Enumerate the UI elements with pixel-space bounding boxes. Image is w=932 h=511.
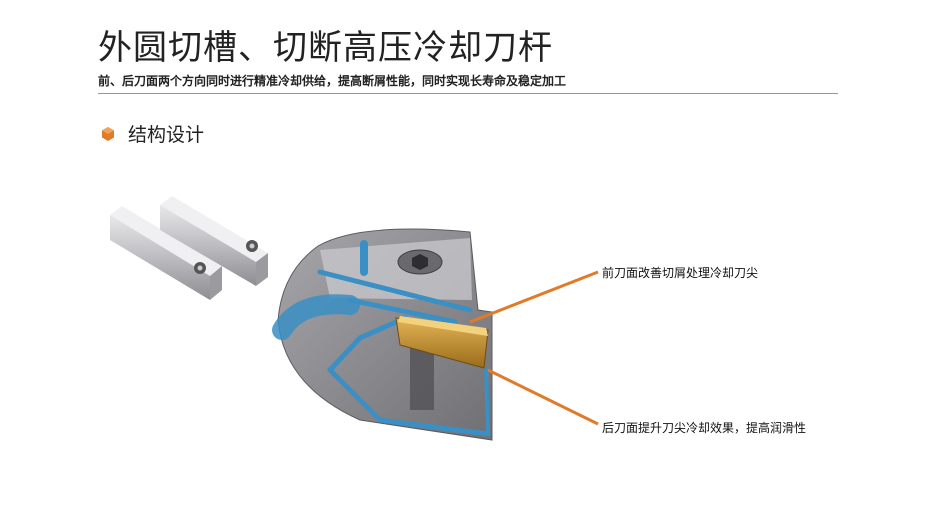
section-label: 结构设计 (128, 124, 205, 146)
callout-rear-flank-face: 后刀面提升刀尖冷却效果，提高润滑性 (602, 421, 807, 435)
tool-holder-bar-right (160, 196, 268, 286)
tool-holder-bars-thumbnail (110, 196, 268, 300)
callout-front-rake-face: 前刀面改善切屑处理冷却刀尖 (602, 266, 759, 280)
tool-holder-cutaway (272, 228, 493, 441)
page-title: 外圆切槽、切断高压冷却刀杆 (98, 28, 553, 68)
header-divider (98, 93, 838, 94)
section-heading: 结构设计 (102, 120, 204, 147)
callout-front-leader (469, 270, 599, 324)
callout-rear-leader (487, 368, 599, 426)
tool-holder-bar-left (110, 206, 222, 300)
page-subtitle: 前、后刀面两个方向同时进行精准冷却供给，提高断屑性能，同时实现长寿命及稳定加工 (98, 74, 567, 88)
hexagon-bullet-icon (102, 126, 114, 141)
